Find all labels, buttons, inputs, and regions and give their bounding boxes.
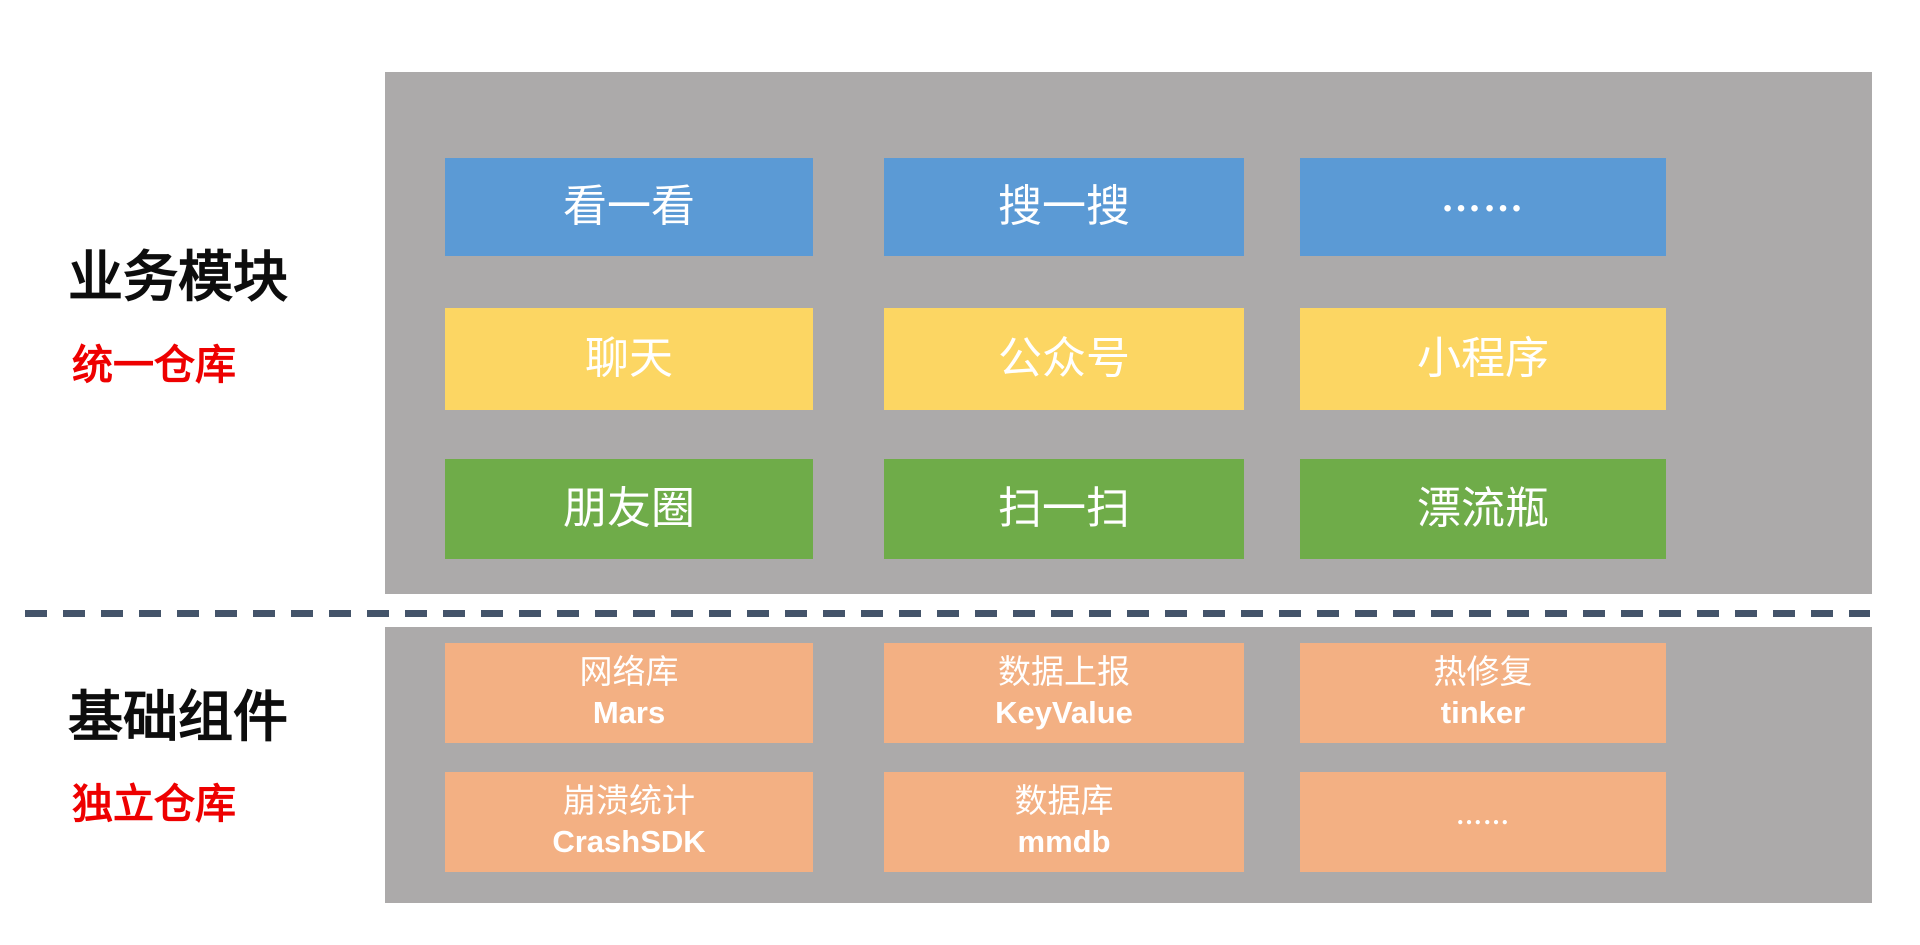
module-box-more-business: …… xyxy=(1300,158,1666,256)
component-box-hotfix-tinker: 热修复 tinker xyxy=(1300,643,1666,743)
component-zh-label: 崩溃统计 xyxy=(563,784,695,820)
module-label: 聊天 xyxy=(585,334,673,383)
independent-repo-note: 独立仓库 xyxy=(72,781,236,827)
business-section-title: 业务模块 xyxy=(68,247,289,308)
base-section-title: 基础组件 xyxy=(68,687,289,748)
module-label: 公众号 xyxy=(998,334,1130,383)
module-box-scan: 扫一扫 xyxy=(884,459,1244,559)
component-en-label: Mars xyxy=(592,695,666,731)
component-zh-label: 网络库 xyxy=(579,655,679,691)
component-box-more-components: …… xyxy=(1300,772,1666,872)
module-box-souyisou: 搜一搜 xyxy=(884,158,1244,256)
unified-repo-note: 统一仓库 xyxy=(72,342,236,388)
module-box-kanyikan: 看一看 xyxy=(445,158,813,256)
component-box-crash-crashsdk: 崩溃统计 CrashSDK xyxy=(445,772,813,872)
component-en-label: tinker xyxy=(1440,695,1526,731)
module-box-mini-program: 小程序 xyxy=(1300,308,1666,410)
component-zh-label: 数据库 xyxy=(1014,784,1114,820)
module-label: 小程序 xyxy=(1417,334,1549,383)
dashed-divider-line xyxy=(25,610,1870,617)
module-label: 扫一扫 xyxy=(998,484,1130,533)
component-en-label: mmdb xyxy=(1017,824,1111,860)
module-label: 搜一搜 xyxy=(998,182,1130,231)
component-en-label: KeyValue xyxy=(995,695,1133,731)
module-label: 漂流瓶 xyxy=(1417,484,1549,533)
module-label: 看一看 xyxy=(563,182,695,231)
component-box-network-mars: 网络库 Mars xyxy=(445,643,813,743)
module-box-moments: 朋友圈 xyxy=(445,459,813,559)
module-label: 朋友圈 xyxy=(563,484,695,533)
component-zh-label: 数据上报 xyxy=(998,655,1130,691)
component-box-database-mmdb: 数据库 mmdb xyxy=(884,772,1244,872)
component-box-report-keyvalue: 数据上报 KeyValue xyxy=(884,643,1244,743)
component-en-label: CrashSDK xyxy=(552,824,706,860)
ellipsis-label: …… xyxy=(1441,175,1525,220)
module-box-official-account: 公众号 xyxy=(884,308,1244,410)
module-box-chat: 聊天 xyxy=(445,308,813,410)
ellipsis-label: …… xyxy=(1456,800,1510,830)
module-box-drift-bottle: 漂流瓶 xyxy=(1300,459,1666,559)
component-zh-label: 热修复 xyxy=(1433,655,1533,691)
